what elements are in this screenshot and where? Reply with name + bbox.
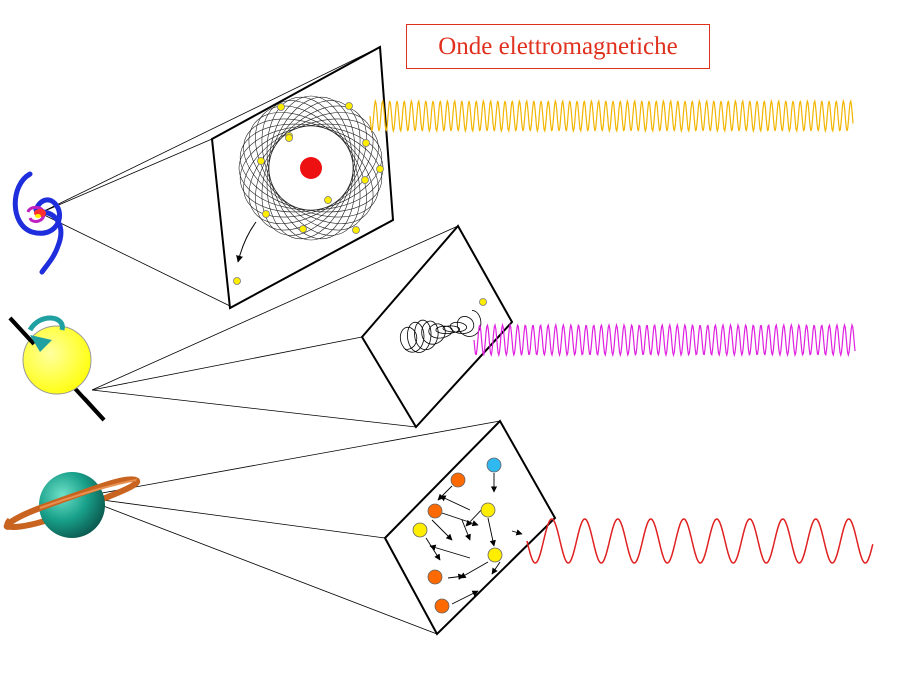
orbit-ellipse <box>268 95 354 241</box>
particle <box>412 522 428 538</box>
orbit-ellipse <box>255 105 367 231</box>
orbit-ellipse <box>266 96 356 240</box>
particle-motion-arrows <box>425 473 523 605</box>
motion-arrow <box>429 544 471 559</box>
electron <box>362 139 370 147</box>
orbit-ellipse <box>248 112 374 224</box>
orbit-ellipse <box>261 100 361 236</box>
motion-arrow <box>491 561 501 575</box>
orbit-ellipse <box>248 112 374 224</box>
rotation-arrow-icon <box>27 315 65 332</box>
molecule-vibration-trace <box>399 310 482 354</box>
scene-planet-particles <box>3 419 874 636</box>
particle <box>427 569 443 585</box>
sun-icon <box>8 315 106 422</box>
particle <box>427 503 443 519</box>
orbit-ellipse <box>255 105 367 231</box>
particles <box>412 457 503 614</box>
page-title: Onde elettromagnetiche <box>406 24 710 69</box>
electron <box>299 225 307 233</box>
particle <box>434 598 450 614</box>
electron <box>257 157 265 165</box>
particle <box>486 457 502 473</box>
electron-excited <box>233 277 241 285</box>
motion-arrow <box>459 561 489 579</box>
electrons <box>257 102 384 234</box>
electron <box>376 165 384 173</box>
motion-arrow <box>439 495 471 511</box>
orbit-ellipse <box>239 123 383 213</box>
orbit-ellipse <box>266 96 356 240</box>
electron <box>277 103 285 111</box>
thermal-particles-panel <box>383 419 557 636</box>
motion-arrow <box>511 529 523 536</box>
electron-transition-arrow <box>236 221 257 263</box>
scene-sun-molecule <box>8 224 856 429</box>
electron <box>324 196 332 204</box>
orbit-ellipse <box>261 100 361 236</box>
particle <box>450 472 466 488</box>
planet-icon <box>3 472 141 538</box>
projection-lines-1 <box>39 46 381 307</box>
electron <box>262 210 270 218</box>
electron <box>345 102 353 110</box>
electron <box>352 226 360 234</box>
orbit-ellipse <box>243 118 379 218</box>
galaxy-icon <box>12 171 64 275</box>
wave-magenta <box>473 322 856 358</box>
electron <box>285 134 293 142</box>
wave-red <box>526 518 874 564</box>
projection-lines-3 <box>79 420 501 635</box>
motion-arrow <box>461 519 471 541</box>
molecule-atom <box>479 298 487 306</box>
particle <box>487 547 503 563</box>
motion-arrow <box>451 590 479 605</box>
motion-arrow <box>447 573 465 580</box>
motion-arrow <box>431 519 453 541</box>
electron <box>361 176 369 184</box>
projection-lines-2 <box>91 225 459 428</box>
scene-galaxy-atom <box>12 45 854 310</box>
orbit-ellipse <box>243 118 379 218</box>
motion-arrow <box>487 517 496 547</box>
orbit-ellipse <box>239 123 383 213</box>
particle <box>480 502 496 518</box>
nucleus <box>300 157 322 179</box>
wave-yellow <box>369 98 854 134</box>
